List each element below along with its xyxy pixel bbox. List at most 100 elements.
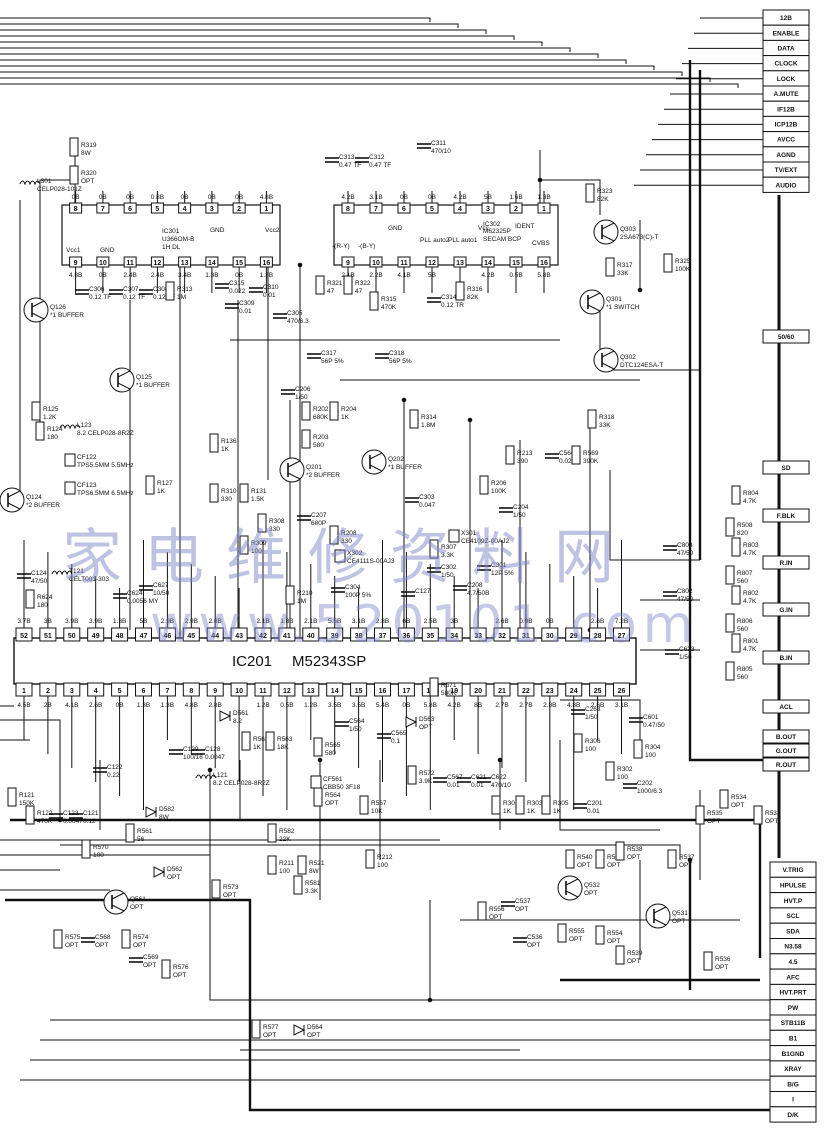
component-value: 180 bbox=[37, 602, 48, 609]
component-value: 8W bbox=[81, 150, 92, 157]
pin-voltage: 1.3B bbox=[161, 702, 174, 709]
resistor-symbol bbox=[605, 761, 615, 781]
pin-number: 14 bbox=[208, 260, 216, 267]
ic-pin bbox=[565, 627, 583, 642]
pin-number: 24 bbox=[570, 688, 578, 695]
bus-line bbox=[0, 59, 627, 64]
pin-number: 8 bbox=[189, 688, 193, 695]
component-value: 1K bbox=[157, 488, 166, 495]
component-value: 0.47 TF bbox=[339, 162, 361, 169]
component-value: 1.2K bbox=[43, 414, 57, 421]
pin-voltage: 3.5B bbox=[352, 702, 365, 709]
pin-function: Vcc bbox=[478, 225, 490, 232]
resistor-symbol bbox=[725, 661, 735, 681]
resistor-symbol bbox=[407, 765, 417, 785]
component-value: CBB50 3F18 bbox=[323, 784, 361, 791]
component-ref: C623 bbox=[679, 646, 695, 653]
pin-number: 2 bbox=[237, 206, 241, 213]
pin-voltage: 0B bbox=[126, 194, 134, 201]
transistor-symbol bbox=[279, 457, 305, 483]
component-value: 1/50 bbox=[679, 654, 692, 661]
resistor-symbol bbox=[315, 275, 325, 295]
component-value: OPT bbox=[731, 802, 744, 809]
component-value: 0.12 TF bbox=[153, 294, 175, 301]
pin-voltage: 5.5B bbox=[328, 618, 341, 625]
component-value: 0.022 bbox=[559, 458, 576, 465]
resistor-symbol bbox=[615, 945, 625, 965]
connector-terminal bbox=[762, 757, 810, 772]
ic-pin bbox=[150, 256, 164, 268]
transistor-collector bbox=[653, 906, 667, 914]
pin-voltage: 2.9B bbox=[185, 618, 198, 625]
ic-pin bbox=[453, 256, 467, 268]
pin-voltage: 1.3B bbox=[205, 272, 218, 279]
pin-number: 47 bbox=[140, 633, 148, 640]
resistor-symbol bbox=[125, 823, 135, 843]
ic-pin bbox=[589, 627, 607, 642]
ic-pin bbox=[565, 682, 583, 697]
pin-number: 25 bbox=[594, 688, 602, 695]
ic-pin bbox=[69, 256, 83, 268]
component-ref: R208 bbox=[341, 530, 357, 537]
component-value: 47 bbox=[355, 288, 363, 295]
component-value: 330 bbox=[221, 496, 232, 503]
component-ref: R539 bbox=[627, 950, 643, 957]
resistor-symbol bbox=[505, 445, 515, 465]
ic-pin bbox=[509, 256, 523, 268]
resistor-symbol bbox=[301, 401, 311, 421]
resistor-symbol bbox=[719, 789, 729, 809]
component-value: 0.22 bbox=[107, 772, 120, 779]
component-value: CE4109Z-00AJ2 bbox=[461, 538, 509, 545]
component-ref: Q126 bbox=[50, 304, 66, 311]
connector-label: N3.58 bbox=[784, 944, 802, 951]
transistor-symbol bbox=[557, 875, 583, 901]
pin-number: 30 bbox=[546, 633, 554, 640]
ic-pin bbox=[445, 627, 463, 642]
pin-voltage: 0.5B bbox=[280, 702, 293, 709]
connector-label: SD bbox=[781, 465, 790, 472]
component-value: OPT bbox=[325, 800, 338, 807]
ic-pin bbox=[341, 256, 355, 268]
component-value: OPT bbox=[133, 942, 146, 949]
ic-pin bbox=[182, 627, 200, 642]
component-ref: T121 bbox=[69, 568, 84, 575]
component-value: OPT bbox=[584, 890, 597, 897]
ic-pin bbox=[425, 256, 439, 268]
ic-pin bbox=[509, 202, 523, 214]
component-q202: Q202*1 BUFFER bbox=[361, 449, 422, 475]
pin-voltage: 3.7B bbox=[17, 618, 30, 625]
connector-label: B1 bbox=[789, 1035, 798, 1042]
ic-pin bbox=[87, 682, 105, 697]
component-ref: C537 bbox=[515, 898, 531, 905]
component-value: 330 bbox=[269, 526, 280, 533]
connector-label: HPULSE bbox=[780, 882, 807, 889]
component-value: 1K bbox=[527, 808, 536, 815]
ic301-chip-body bbox=[61, 204, 281, 266]
component-ref: C127 bbox=[415, 588, 431, 595]
component-q124: Q124*2 BUFFER bbox=[0, 487, 60, 513]
pin-voltage: 1.3B bbox=[137, 702, 150, 709]
resistor-symbol bbox=[241, 731, 251, 751]
component-ref: D582 bbox=[159, 806, 175, 813]
pin-voltage: 0.8B bbox=[151, 194, 164, 201]
diode-symbol bbox=[293, 1024, 306, 1036]
component-value: 56P 5% bbox=[389, 358, 412, 365]
component-ref: C263 bbox=[585, 706, 601, 713]
transistor-symbol bbox=[593, 219, 619, 245]
component-ref: R538 bbox=[627, 846, 643, 853]
bus-line bbox=[0, 35, 515, 40]
